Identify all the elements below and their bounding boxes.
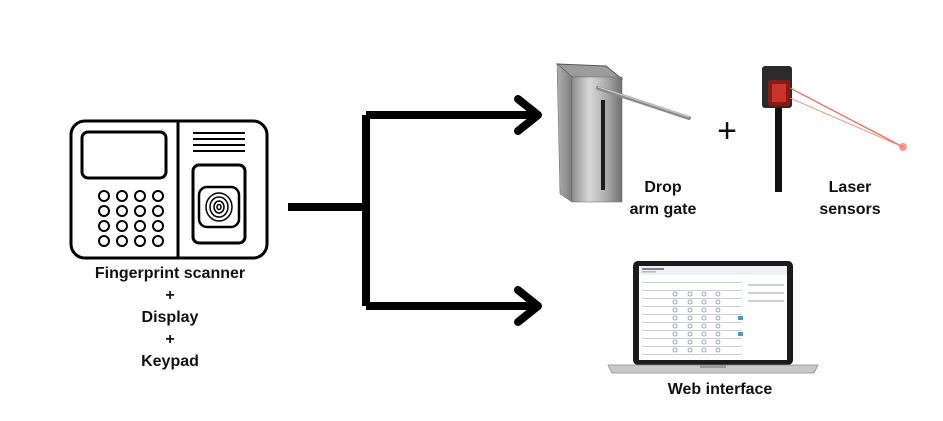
label-line-fingerprint: Fingerprint scanner — [94, 265, 246, 282]
label-line-drop: Drop — [644, 179, 682, 196]
connector-arrows — [288, 111, 536, 310]
label-line-sensors: sensors — [819, 201, 881, 218]
label-line-plus-1: + — [165, 287, 175, 304]
arrowhead-gate-icon — [514, 95, 542, 135]
label-line-laser: Laser — [828, 179, 872, 196]
laptop-icon — [607, 261, 819, 374]
label-line-display: Display — [141, 309, 199, 326]
label-line-keypad: Keypad — [141, 353, 199, 370]
label-line-arm-gate: arm gate — [629, 201, 697, 218]
laser-sensor-label: Laser sensors — [800, 177, 900, 221]
laser-sensor-icon — [762, 66, 907, 192]
drop-arm-gate-icon — [555, 63, 691, 203]
arrowhead-web-icon — [514, 286, 542, 326]
web-interface-label: Web interface — [667, 381, 773, 398]
gate-label: Drop arm gate — [613, 177, 713, 221]
fingerprint-device-icon — [69, 119, 269, 260]
plus-sign: + — [717, 112, 737, 150]
label-line-plus-2: + — [165, 331, 175, 348]
fingerprint-device-label: Fingerprint scanner + Display + Keypad — [70, 263, 270, 373]
